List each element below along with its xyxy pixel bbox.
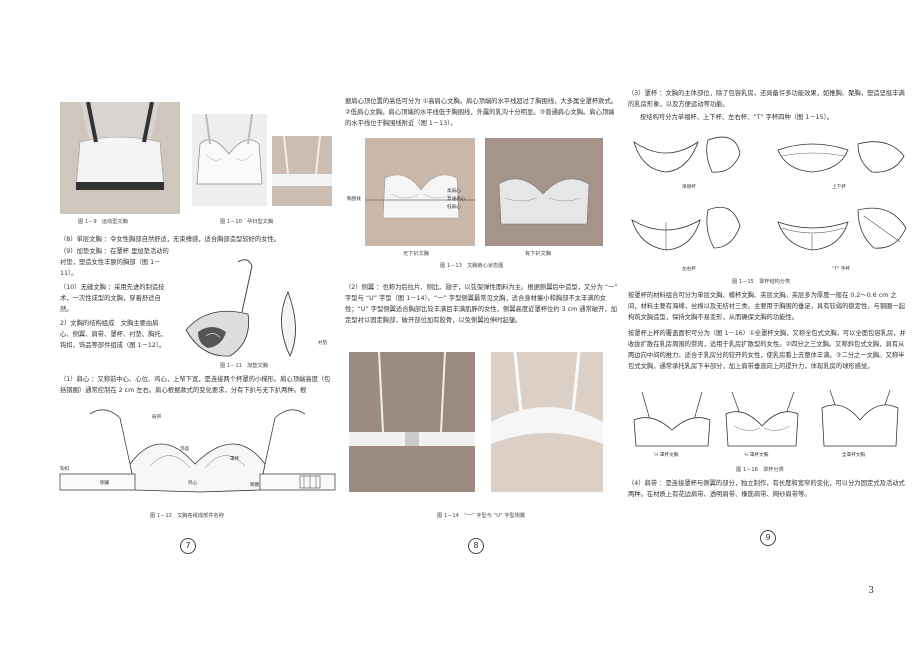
- fig14-caption: 图 1－14 “一” 字型与 “U” 字型侧翼: [437, 513, 526, 519]
- label-normal-gore: 普通肩心: [447, 197, 466, 202]
- para-cup-structure: 按结构可分为单褶杯、上下杯、左右杯、“T” 字杯四种（图 1－15）。: [640, 114, 834, 121]
- fig13-caption: 图 1－13 文胸肩心状态图: [440, 263, 504, 269]
- label-left-right-cup: 左右杯: [682, 267, 696, 272]
- fig15-caption: 图 1－15 罩杯结构分类: [732, 279, 791, 285]
- para-shoulder-strap: （4）肩带 ：是连接罩杯与侧翼的部分，独立制作，有长度和宽窄的变化，可以分为固定…: [628, 480, 905, 499]
- label-three-quarter-cup: ¾ 罩杯文胸: [744, 453, 769, 458]
- fig16-caption: 图 1－16 罩杯分类: [736, 467, 784, 473]
- label-strap: 肩带: [152, 415, 162, 420]
- para-structure: 2）文胸的结构组成 文胸主要由肩 心、侧翼、肩带、罩杯、衬垫、胸托、钩扣、饰品等…: [60, 320, 168, 350]
- padded-bra-drawing: [185, 259, 296, 357]
- maternity-bra-illustration: [192, 114, 267, 206]
- page-number-8: 8: [468, 538, 484, 554]
- left-column: 图 1－9 运动型文胸 图 1－10 孕妇型文胸 （8）单层文胸 ：令女性胸部自…: [59, 84, 336, 571]
- para-cup-coverage: 按罩杯上杯的覆盖面积可分为（图 1－16）①全罩杯文胸，又称全包式文胸，可以全面…: [628, 330, 906, 371]
- cup-structures-diagram: [631, 136, 907, 251]
- para-cup-materials: 按罩杯的材料组合可分为单层文胸、模杯文胸、夹层文胸。夹层多为厚度一般在 0.2～…: [628, 292, 906, 322]
- para-center-gore: （1）肩心 ：又称前中心、心位、鸡心，上窄下宽，是连接两个杯罩的小梯形。肩心顶端…: [60, 376, 331, 395]
- maternity-bra-photo: [192, 114, 267, 206]
- para-gore-height: 据肩心顶位置的高低可分为 ①高肩心文胸。肩心顶端的水平线超过了胸围线，大多属全罩…: [345, 98, 618, 128]
- page-number-9: 9: [760, 530, 776, 546]
- with-underband-illustration: [485, 138, 603, 246]
- no-underband-photo: [365, 138, 475, 246]
- para-cup: （3）罩杯 ：文胸的主体部位，除了包容乳房，还具备许多功能效果，如推胸、聚胸，塑…: [628, 90, 905, 109]
- page-number-7: 7: [180, 538, 196, 554]
- bra-back-illustration: [272, 136, 332, 206]
- label-half-cup: ½ 罩杯文胸: [654, 453, 679, 458]
- fig10-caption: 图 1－10 孕妇型文胸: [220, 219, 274, 225]
- u-wing-illustration: [491, 352, 603, 492]
- label-upper-lower-cup: 上下杯: [832, 185, 846, 190]
- label-ornament: 饰品: [180, 447, 190, 452]
- bra-components-diagram: [59, 409, 336, 493]
- label-single-dart-cup: 单褶杯: [682, 185, 696, 190]
- fig12-caption: 图 1－12 文胸各组成部件名称: [150, 513, 224, 519]
- padding-label: 衬垫: [318, 341, 328, 346]
- fig13-sub-right: 有下扒文胸: [525, 251, 551, 257]
- with-underband-photo: [485, 138, 603, 246]
- corner-page-number: 3: [868, 586, 874, 596]
- label-high-gore: 高肩心: [447, 189, 461, 194]
- no-underband-illustration: [365, 138, 475, 246]
- right-column: （3）罩杯 ：文胸的主体部位，除了包容乳房，还具备许多功能效果，如推胸、聚胸，塑…: [628, 84, 908, 571]
- fig13-sub-left: 无下扒文胸: [403, 251, 429, 257]
- middle-column: 据肩心顶位置的高低可分为 ①高肩心文胸。肩心顶端的水平线超过了胸围线，大多属全罩…: [345, 84, 620, 571]
- para-single-layer: （8）单层文胸 ：令女性胸部自然舒适，无束缚感，适合胸部造型较好的女性。: [60, 236, 281, 243]
- label-full-cup: 全罩杯文胸: [842, 453, 865, 458]
- para-padded: （9）加垫文胸 ：在罩杯 里加垫活动的衬垫，塑造女性丰腴的胸部（图 1－11）。: [60, 248, 169, 278]
- straight-wing-photo: [349, 352, 475, 492]
- fig11-caption: 图 1－11 加垫文胸: [220, 363, 268, 369]
- label-bust-line: 胸围线: [347, 197, 361, 202]
- u-wing-photo: [491, 352, 603, 492]
- sports-bra-photo: [60, 102, 180, 214]
- para-seamless: （10）无缝文胸 ：采用先进的制造技术，一次性成型的文胸，穿着舒适自然。: [60, 284, 165, 314]
- fig9-caption: 图 1－9 运动型文胸: [78, 219, 128, 225]
- label-hook: 钩扣: [60, 467, 70, 472]
- cup-coverage-diagram: [633, 389, 899, 447]
- maternity-bra-back-photo: [272, 136, 332, 206]
- label-wing: 侧翼: [100, 481, 110, 486]
- straight-wing-illustration: [349, 352, 475, 492]
- label-low-gore: 低肩心: [447, 205, 461, 210]
- sports-bra-illustration: [60, 102, 180, 214]
- label-cup: 罩杯: [230, 457, 240, 462]
- label-gore: 鸡心: [188, 481, 198, 486]
- label-t-cup: “T” 字杯: [832, 267, 851, 272]
- label-underwire: 钢圈: [250, 483, 260, 488]
- para-side-wing: （2）侧翼 ：也称为后拉片、侧比、翅子，以弦架弹性面料为主。根据侧翼后中造型，又…: [345, 284, 618, 325]
